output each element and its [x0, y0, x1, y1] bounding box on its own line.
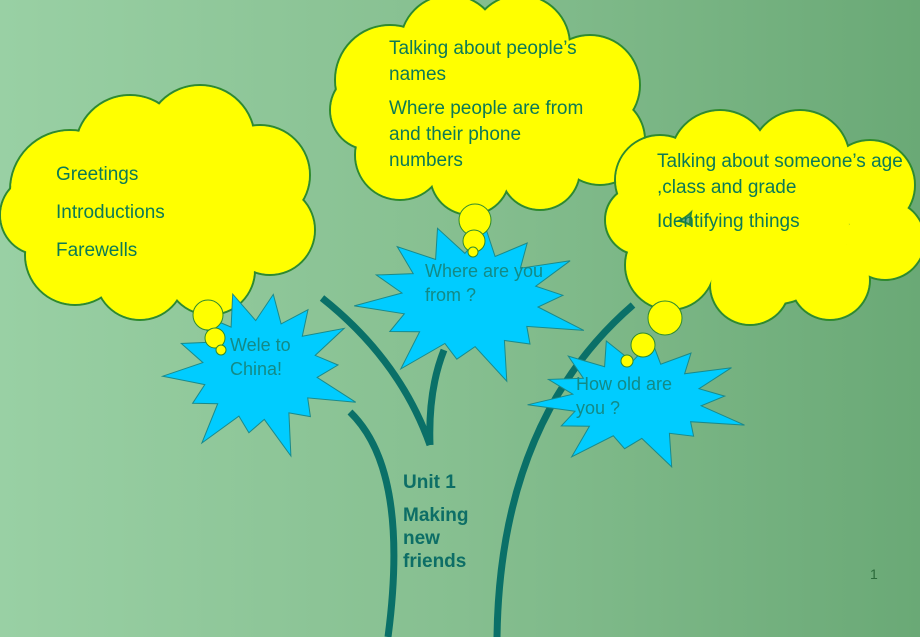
unit-title: Unit 1 Making new friends: [403, 471, 478, 583]
topic-identifying: Identifying things: [657, 211, 800, 232]
topic-age-class: Talking about someone’s age ,class and g…: [657, 151, 903, 198]
thought-dot: [630, 332, 656, 358]
middle-branch: [426, 348, 448, 446]
bubble-how-old: How old are you ?: [576, 374, 673, 418]
bubble-where-from: Where are you from ?: [425, 261, 544, 305]
thought-dot: [192, 299, 224, 331]
topic-farewells: Farewells: [56, 240, 138, 261]
thought-dot: [467, 246, 479, 258]
unit-name: Making new friends: [403, 505, 469, 572]
topic-greetings: Greetings: [56, 164, 139, 185]
bubble-welcome: Wele to China!: [230, 335, 291, 379]
thought-dot: [215, 344, 227, 356]
speech-star-middle: [354, 227, 585, 383]
speech-star-right: [527, 340, 745, 469]
topic-names: Talking about people’s names: [389, 38, 577, 85]
unit-number: Unit 1: [403, 472, 456, 493]
left-branch: [319, 295, 434, 447]
page-number: 1: [870, 566, 878, 582]
thought-cloud-left: [0, 84, 316, 321]
cloud-middle-text: Talking about people’s names Where peopl…: [389, 36, 599, 174]
thought-cloud-right: [604, 109, 920, 326]
topic-introductions: Introductions: [56, 202, 165, 223]
topic-where-from: Where people are from and their phone nu…: [389, 98, 584, 171]
cloud-left-text: Greetings Introductions Farewells: [56, 162, 165, 264]
tree-trunk: [319, 295, 636, 637]
thought-dot: [204, 327, 226, 349]
thought-dot: [647, 300, 683, 336]
trunk-right: [493, 302, 636, 637]
thought-dot: [620, 354, 634, 368]
cloud-right-text: Talking about someone’s age ,class and g…: [657, 149, 907, 235]
trunk-left: [347, 409, 398, 637]
